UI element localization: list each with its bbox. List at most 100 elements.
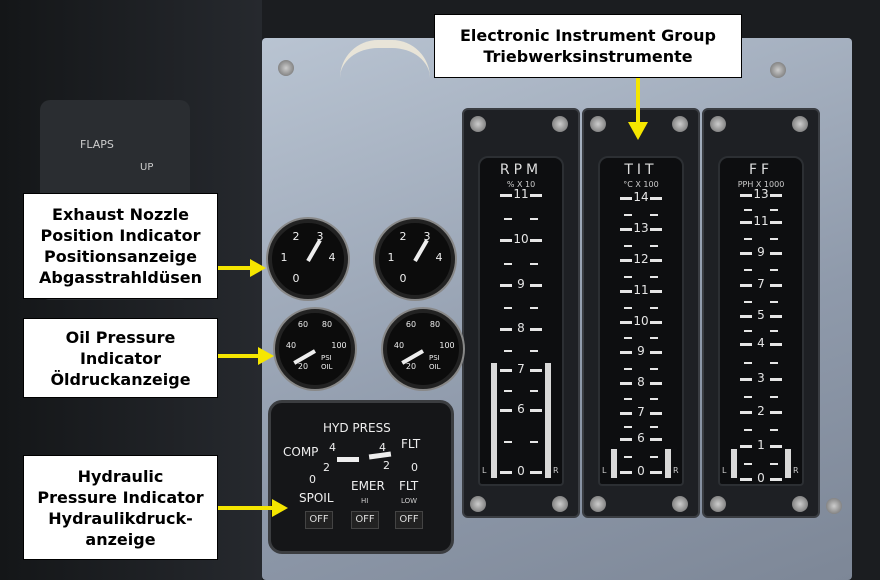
tit-right-engine-bar: [665, 449, 671, 478]
minor-tick: [624, 337, 632, 339]
label-line: Hydraulikdruck-: [48, 508, 193, 528]
scale-tick: [500, 239, 512, 242]
label-line: Indicator: [79, 348, 162, 368]
scale-tick: [500, 284, 512, 287]
arrow-head: [258, 347, 274, 365]
minor-tick: [504, 441, 512, 443]
scale-label: 0: [517, 464, 525, 478]
scale-tick: [740, 284, 752, 287]
scale-tick: [770, 315, 782, 318]
gauge-scale-label: 1: [387, 251, 395, 264]
scale-label: 6: [517, 402, 525, 416]
minor-tick: [530, 441, 538, 443]
ff-indicator: FF PPH X 1000 L R 13 11 9 7 5 4 3 2 1 0: [702, 108, 820, 518]
flt-scale-4: 4: [379, 441, 386, 454]
scale-tick: [740, 252, 752, 255]
gauge-scale-label: 60: [405, 320, 417, 330]
label-line: Electronic Instrument Group: [460, 26, 716, 45]
oil-label: OIL: [429, 363, 441, 371]
gauge-scale-label: 1: [280, 251, 288, 264]
gauge-scale-label: 40: [285, 341, 297, 350]
flaps-up-label: UP: [140, 162, 154, 173]
scale-tick: [620, 412, 632, 415]
minor-tick: [624, 244, 632, 247]
scale-label: 3: [757, 371, 765, 385]
minor-tick: [624, 367, 632, 370]
label-line: Abgasstrahldüsen: [39, 268, 202, 287]
scale-tick: [620, 382, 632, 385]
comp-scale-4: 4: [329, 441, 336, 454]
scale-tick: [740, 378, 752, 381]
oil-label: OIL: [321, 363, 333, 371]
hi-label: HI: [361, 497, 369, 505]
minor-tick: [650, 367, 658, 370]
scale-tick: [770, 378, 782, 381]
scale-label: 12: [633, 252, 649, 266]
scale-tick: [770, 252, 782, 255]
scale-tick: [650, 197, 662, 200]
arrow-pointer: [218, 506, 276, 510]
scale-label: 7: [517, 362, 525, 376]
minor-tick: [624, 306, 632, 309]
scale-label: 8: [637, 375, 645, 389]
minor-tick: [770, 429, 778, 431]
hyd-press-title: HYD PRESS: [323, 421, 391, 435]
gauge-scale-label: 3: [423, 230, 431, 244]
scale-label: 6: [637, 431, 645, 445]
scale-tick: [740, 343, 752, 346]
screw: [278, 60, 294, 76]
minor-tick: [624, 455, 632, 458]
screw: [590, 496, 606, 512]
emer-label: EMER: [351, 479, 385, 493]
comp-label: COMP: [283, 445, 319, 459]
scale-tick: [530, 284, 542, 287]
scale-tick: [620, 290, 632, 293]
minor-tick: [650, 337, 658, 339]
minor-tick: [650, 213, 658, 216]
flt-low-label: FLT: [399, 479, 419, 493]
scale-tick: [500, 409, 512, 412]
comp-needle: [337, 457, 359, 462]
gauge-scale-label: 0: [399, 271, 407, 285]
low-label: LOW: [401, 497, 418, 505]
scale-tick: [500, 194, 512, 197]
scale-tick: [650, 412, 662, 415]
scale-tick: [620, 259, 632, 262]
gauge-scale-label: 4: [435, 251, 443, 264]
scale-tick: [650, 438, 662, 441]
wire-bundle: [340, 40, 430, 78]
minor-tick: [744, 208, 752, 211]
arrow-head: [250, 259, 266, 277]
scale-tick: [740, 194, 752, 197]
gauge-scale-label: 20: [405, 361, 417, 371]
scale-tick: [530, 328, 542, 331]
emer-off-flag: OFF: [351, 511, 379, 529]
scale-label: 9: [757, 245, 765, 259]
minor-tick: [744, 300, 752, 303]
minor-tick: [770, 269, 778, 271]
label-electronic-instrument-group: Electronic Instrument Group Triebwerksin…: [434, 14, 742, 78]
scale-tick: [650, 351, 662, 354]
scale-tick: [770, 221, 782, 224]
gauge-scale-label: 80: [429, 320, 441, 330]
ff-tape-window: [718, 156, 804, 486]
label-line: Oil Pressure: [65, 327, 176, 347]
tit-tape-window: [598, 156, 684, 486]
minor-tick: [770, 361, 778, 364]
scale-tick: [530, 194, 542, 197]
screw: [710, 496, 726, 512]
scale-label: 10: [633, 314, 649, 328]
screw: [552, 116, 568, 132]
scale-tick: [770, 478, 782, 481]
scale-tick: [530, 471, 542, 474]
minor-tick: [770, 208, 778, 211]
ff-left-engine-bar: [731, 449, 737, 478]
scale-label: 11: [633, 283, 649, 297]
minor-tick: [504, 262, 512, 265]
comp-scale-0: 0: [309, 473, 316, 486]
gauge-scale-label: 2: [399, 230, 407, 244]
tit-units: °C X 100: [623, 180, 659, 189]
screw: [672, 496, 688, 512]
scale-tick: [620, 321, 632, 324]
